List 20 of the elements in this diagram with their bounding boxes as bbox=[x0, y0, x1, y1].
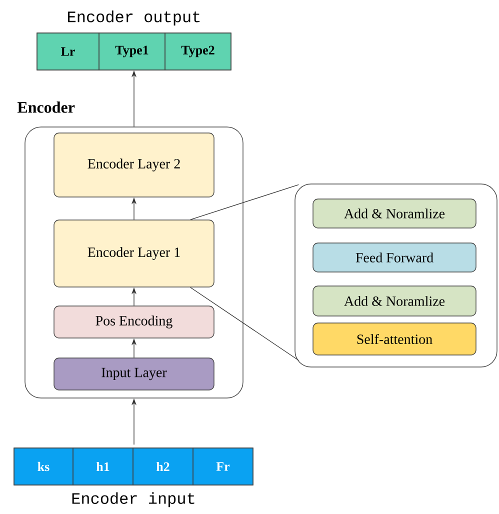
sublayer-box: Self-attention bbox=[312, 322, 476, 356]
layer-box: Encoder Layer 1 bbox=[54, 220, 214, 288]
token-cell: ks bbox=[14, 448, 74, 486]
bar-heading: Encoder output bbox=[68, 10, 200, 26]
token-cell: Type1 bbox=[98, 32, 166, 70]
zoom-line bbox=[190, 287, 299, 361]
token-cell: Fr bbox=[192, 448, 254, 486]
zoom-line bbox=[190, 184, 299, 220]
token-cell: h1 bbox=[72, 448, 134, 486]
sublayer-box: Add & Noramlize bbox=[312, 286, 476, 316]
token-cell: Lr bbox=[36, 32, 100, 70]
bar-heading: Encoder input bbox=[72, 492, 194, 508]
layer-box: Encoder Layer 2 bbox=[54, 132, 214, 198]
layer-box: Pos Encoding bbox=[54, 306, 214, 338]
sublayer-box: Feed Forward bbox=[312, 242, 476, 272]
token-cell: Type2 bbox=[164, 32, 232, 70]
layer-box: Input Layer bbox=[54, 358, 214, 390]
block-heading: Encoder bbox=[17, 102, 75, 113]
token-cell: h2 bbox=[132, 448, 194, 486]
sublayer-box: Add & Noramlize bbox=[312, 198, 476, 228]
